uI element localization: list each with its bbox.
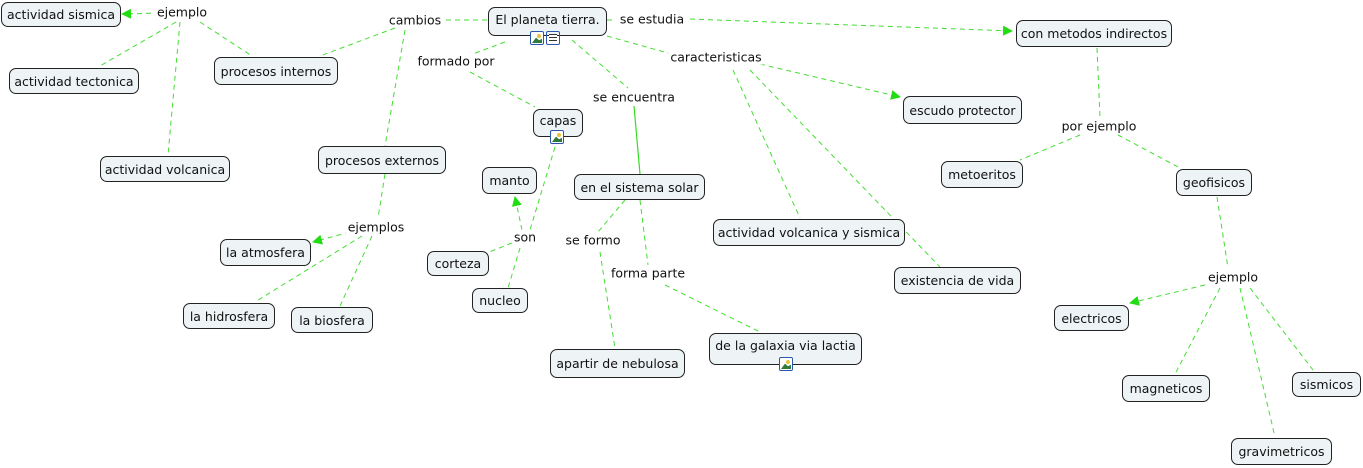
- link-line: [1249, 287, 1314, 371]
- link-line: [1216, 196, 1229, 269]
- link-line: [664, 284, 761, 333]
- link-line: [749, 69, 941, 268]
- link-phrase-ejemplo[interactable]: ejemplo: [154, 4, 210, 20]
- link-line: [384, 29, 406, 147]
- concept-gravimetricos[interactable]: gravimetricos: [1231, 438, 1332, 465]
- link-line: [254, 235, 363, 303]
- link-line: [689, 18, 1013, 36]
- link-phrase-cambios[interactable]: cambios: [386, 12, 444, 28]
- concept-actividad-tectonica[interactable]: actividad tectonica: [9, 68, 139, 94]
- concept-actividad-volcanica[interactable]: actividad volcanica: [100, 156, 230, 182]
- link-line: [511, 196, 523, 231]
- link-line: [599, 251, 616, 349]
- link-line: [639, 199, 649, 266]
- concept-actividad-sismica[interactable]: actividad sismica: [1, 2, 121, 27]
- image-resource-icon[interactable]: [550, 130, 564, 144]
- link-line: [469, 41, 506, 56]
- concept-existencia-vida[interactable]: existencia de vida: [894, 267, 1021, 294]
- link-line: [312, 231, 351, 245]
- concept-actividad-volcanica-sismica[interactable]: actividad volcanica y sismica: [713, 219, 905, 246]
- link-line: [488, 242, 513, 253]
- concept-sistema-solar[interactable]: en el sistema solar: [574, 174, 705, 200]
- link-line: [339, 235, 373, 307]
- link-line: [1174, 287, 1221, 375]
- link-phrase-se-encuentra[interactable]: se encuentra: [591, 89, 677, 105]
- link-line: [469, 71, 536, 108]
- concept-magneticos[interactable]: magneticos: [1122, 375, 1210, 402]
- link-phrase-por-ejemplo[interactable]: por ejemplo: [1059, 118, 1139, 134]
- link-line: [1117, 134, 1181, 169]
- link-line: [597, 199, 626, 233]
- link-line: [571, 39, 629, 89]
- concept-procesos-externos[interactable]: procesos externos: [318, 146, 446, 174]
- concept-electricos[interactable]: electricos: [1054, 305, 1129, 331]
- concept-metoeritos[interactable]: metoeritos: [941, 161, 1023, 188]
- link-line: [529, 146, 556, 231]
- link-phrase-formado-por[interactable]: formado por: [415, 53, 497, 69]
- link-line: [1096, 47, 1101, 118]
- concept-hidrosfera[interactable]: la hidrosfera: [183, 303, 275, 329]
- concept-biosfera[interactable]: la biosfera: [291, 307, 373, 333]
- concept-sismicos[interactable]: sismicos: [1292, 372, 1361, 397]
- link-line: [99, 21, 177, 67]
- link-line: [759, 63, 901, 100]
- image-resource-icon[interactable]: [779, 357, 793, 371]
- concept-corteza[interactable]: corteza: [427, 251, 489, 276]
- concept-procesos-internos[interactable]: procesos internos: [214, 57, 338, 85]
- link-line: [1019, 134, 1081, 161]
- link-phrase-se-estudia[interactable]: se estudia: [617, 11, 687, 27]
- link-line: [199, 21, 253, 57]
- link-line: [377, 173, 386, 219]
- link-phrase-ejemplo-2[interactable]: ejemplo: [1205, 269, 1261, 285]
- link-line-solid: [633, 105, 641, 175]
- concept-escudo-protector[interactable]: escudo protector: [903, 96, 1022, 124]
- link-line: [606, 35, 676, 56]
- link-phrase-ejemplos[interactable]: ejemplos: [345, 219, 407, 235]
- link-line: [732, 69, 801, 219]
- link-line: [507, 247, 521, 289]
- link-line: [121, 8, 161, 19]
- link-phrase-forma-parte[interactable]: forma parte: [608, 265, 688, 281]
- link-line: [319, 27, 396, 57]
- link-line: [167, 21, 181, 156]
- concept-atmosfera[interactable]: la atmosfera: [220, 239, 311, 266]
- link-phrase-se-formo[interactable]: se formo: [563, 232, 623, 248]
- image-resource-icon[interactable]: [530, 31, 544, 45]
- concept-planeta-tierra[interactable]: El planeta tierra.: [488, 7, 607, 36]
- link-phrase-son[interactable]: son: [511, 229, 539, 245]
- concept-manto[interactable]: manto: [482, 167, 537, 194]
- link-line: [1129, 284, 1206, 306]
- concept-nucleo[interactable]: nucleo: [472, 288, 528, 313]
- concept-metodos-indirectos[interactable]: con metodos indirectos: [1016, 20, 1172, 47]
- document-resource-icon[interactable]: [546, 31, 560, 45]
- link-line: [1239, 287, 1276, 438]
- concept-nebulosa[interactable]: apartir de nebulosa: [550, 349, 685, 378]
- link-phrase-caracteristicas[interactable]: caracteristicas: [668, 49, 764, 65]
- concept-geofisicos[interactable]: geofisicos: [1176, 169, 1252, 196]
